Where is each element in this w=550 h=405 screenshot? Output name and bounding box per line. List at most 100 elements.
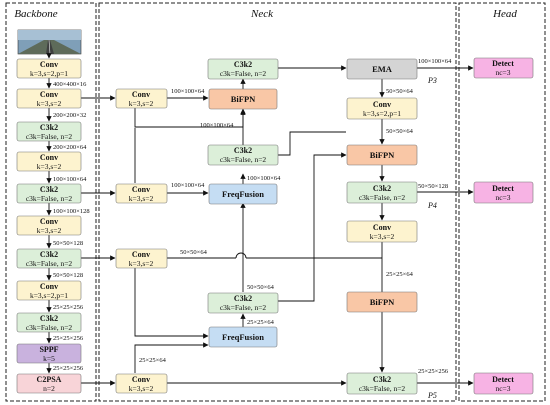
block-params: k=3,s=2 xyxy=(129,194,154,203)
block-title: Conv xyxy=(373,223,391,232)
block-params: c3k=False, n=2 xyxy=(26,323,73,332)
block-params: k=3,s=2,p=1 xyxy=(30,291,68,300)
detect-block: Detect nc=3 xyxy=(473,57,534,79)
block-title: BiFPN xyxy=(231,94,256,104)
ema-block: EMA xyxy=(346,58,418,80)
neck-title: Neck xyxy=(250,8,274,20)
block-title: Conv xyxy=(40,60,58,69)
dim-label: 25×25×64 xyxy=(386,271,414,278)
dim-label: 50×50×64 xyxy=(386,128,414,135)
block-title: Conv xyxy=(373,100,391,109)
block-title: FreqFusion xyxy=(222,332,264,342)
block-params: n=2 xyxy=(43,384,55,393)
block-title: BiFPN xyxy=(370,150,395,160)
block-title: Conv xyxy=(40,217,58,226)
conv-block: Conv k=3,s=2,p=1 xyxy=(16,58,82,79)
block-params: nc=3 xyxy=(495,193,510,202)
dim-label: 25×25×256 xyxy=(53,365,84,372)
input-image xyxy=(17,29,82,55)
block-title: Detect xyxy=(492,59,514,68)
block-title: Conv xyxy=(40,90,58,99)
backbone-section: Backbone xyxy=(5,2,97,402)
block-title: BiFPN xyxy=(370,297,395,307)
block-title: C3k2 xyxy=(40,314,58,323)
conv-block: Conv k=3,s=2 xyxy=(16,215,82,236)
block-title: C3k2 xyxy=(234,60,252,69)
conv-block: Conv k=3,s=2 xyxy=(115,88,168,109)
block-params: k=3,s=2 xyxy=(129,99,154,108)
head-title: Head xyxy=(492,8,517,20)
dim-label: 200×200×32 xyxy=(53,112,86,119)
dim-label: 100×100×64 xyxy=(418,58,452,65)
bifpn-block: BiFPN xyxy=(208,88,278,110)
p3-label: P3 xyxy=(427,76,437,85)
dim-label: 25×25×256 xyxy=(53,304,84,311)
block-title: C3k2 xyxy=(40,123,58,132)
block-params: c3k=False, n=2 xyxy=(359,384,406,393)
conv-block: Conv k=3,s=2 xyxy=(115,248,168,269)
c3k2-block: C3k2 c3k=False, n=2 xyxy=(16,121,82,142)
dim-label: 100×100×64 xyxy=(171,88,205,95)
block-title: EMA xyxy=(372,64,393,74)
block-title: Conv xyxy=(132,375,150,384)
block-params: k=3,s=2,p=1 xyxy=(30,69,68,78)
c3k2-block: C3k2 c3k=False, n=2 xyxy=(346,181,418,204)
block-title: Conv xyxy=(40,282,58,291)
dim-label: 25×25×256 xyxy=(53,335,84,342)
block-params: k=5 xyxy=(43,354,55,363)
block-params: c3k=False, n=2 xyxy=(220,303,267,312)
block-title: C3k2 xyxy=(234,146,252,155)
c3k2-block: C3k2 c3k=False, n=2 xyxy=(16,312,82,333)
conv-block: Conv k=3,s=2 xyxy=(16,88,82,109)
dim-label: 50×50×128 xyxy=(53,272,83,279)
block-title: C3k2 xyxy=(40,185,58,194)
dim-label: 400×400×16 xyxy=(53,81,87,88)
dim-label: 100×100×64 xyxy=(200,122,234,129)
c3k2-block: C3k2 c3k=False, n=2 xyxy=(16,183,82,204)
dim-label: 50×50×128 xyxy=(53,240,83,247)
dim-label: 100×100×64 xyxy=(247,175,281,182)
block-params: k=3,s=2,p=1 xyxy=(363,109,401,118)
detect-block: Detect nc=3 xyxy=(473,181,534,204)
block-params: k=3,s=2 xyxy=(37,99,62,108)
block-params: k=3,s=2 xyxy=(37,162,62,171)
dim-label: 100×100×64 xyxy=(53,176,87,183)
block-title: Detect xyxy=(492,184,514,193)
freqfusion-block: FreqFusion xyxy=(208,326,278,348)
dim-label: 50×50×64 xyxy=(247,284,275,291)
dim-label: 50×50×128 xyxy=(418,183,448,190)
block-params: nc=3 xyxy=(495,68,510,77)
block-params: c3k=False, n=2 xyxy=(220,155,267,164)
block-title: C2PSA xyxy=(37,375,62,384)
block-title: C3k2 xyxy=(373,184,391,193)
dim-label: 25×25×64 xyxy=(247,319,275,326)
c3k2-block: C3k2 c3k=False, n=2 xyxy=(207,292,279,314)
block-params: nc=3 xyxy=(495,384,510,393)
block-params: k=3,s=2 xyxy=(37,226,62,235)
conv-block: Conv k=3,s=2,p=1 xyxy=(346,97,418,120)
block-params: c3k=False, n=2 xyxy=(220,69,267,78)
neck-dimension-labels: 100×100×64 100×100×64 100×100×64 100×100… xyxy=(139,58,452,400)
c2psa-block: C2PSA n=2 xyxy=(16,373,82,394)
dim-label: 50×50×64 xyxy=(386,88,414,95)
block-title: Conv xyxy=(132,250,150,259)
neck-section: Neck xyxy=(98,2,457,402)
backbone-dimension-labels: 400×400×16 200×200×32 200×200×64 100×100… xyxy=(53,81,90,372)
c3k2-block: C3k2 c3k=False, n=2 xyxy=(207,58,279,80)
p4-label: P4 xyxy=(427,201,437,210)
head-section: Head xyxy=(458,2,546,402)
block-title: Conv xyxy=(40,153,58,162)
block-params: k=3,s=2 xyxy=(370,232,395,241)
c3k2-block: C3k2 c3k=False, n=2 xyxy=(207,144,279,166)
block-params: k=3,s=2 xyxy=(129,384,154,393)
conv-block: Conv k=3,s=2 xyxy=(115,183,168,204)
block-title: Detect xyxy=(492,375,514,384)
block-title: Conv xyxy=(132,185,150,194)
dim-label: 25×25×64 xyxy=(139,357,167,364)
block-title: FreqFusion xyxy=(222,189,264,199)
conv-block: Conv k=3,s=2 xyxy=(115,373,168,394)
backbone-title: Backbone xyxy=(14,8,57,20)
dim-label: 100×100×128 xyxy=(53,208,90,215)
c3k2-block: C3k2 c3k=False, n=2 xyxy=(346,372,418,395)
block-title: SPPF xyxy=(39,345,58,354)
